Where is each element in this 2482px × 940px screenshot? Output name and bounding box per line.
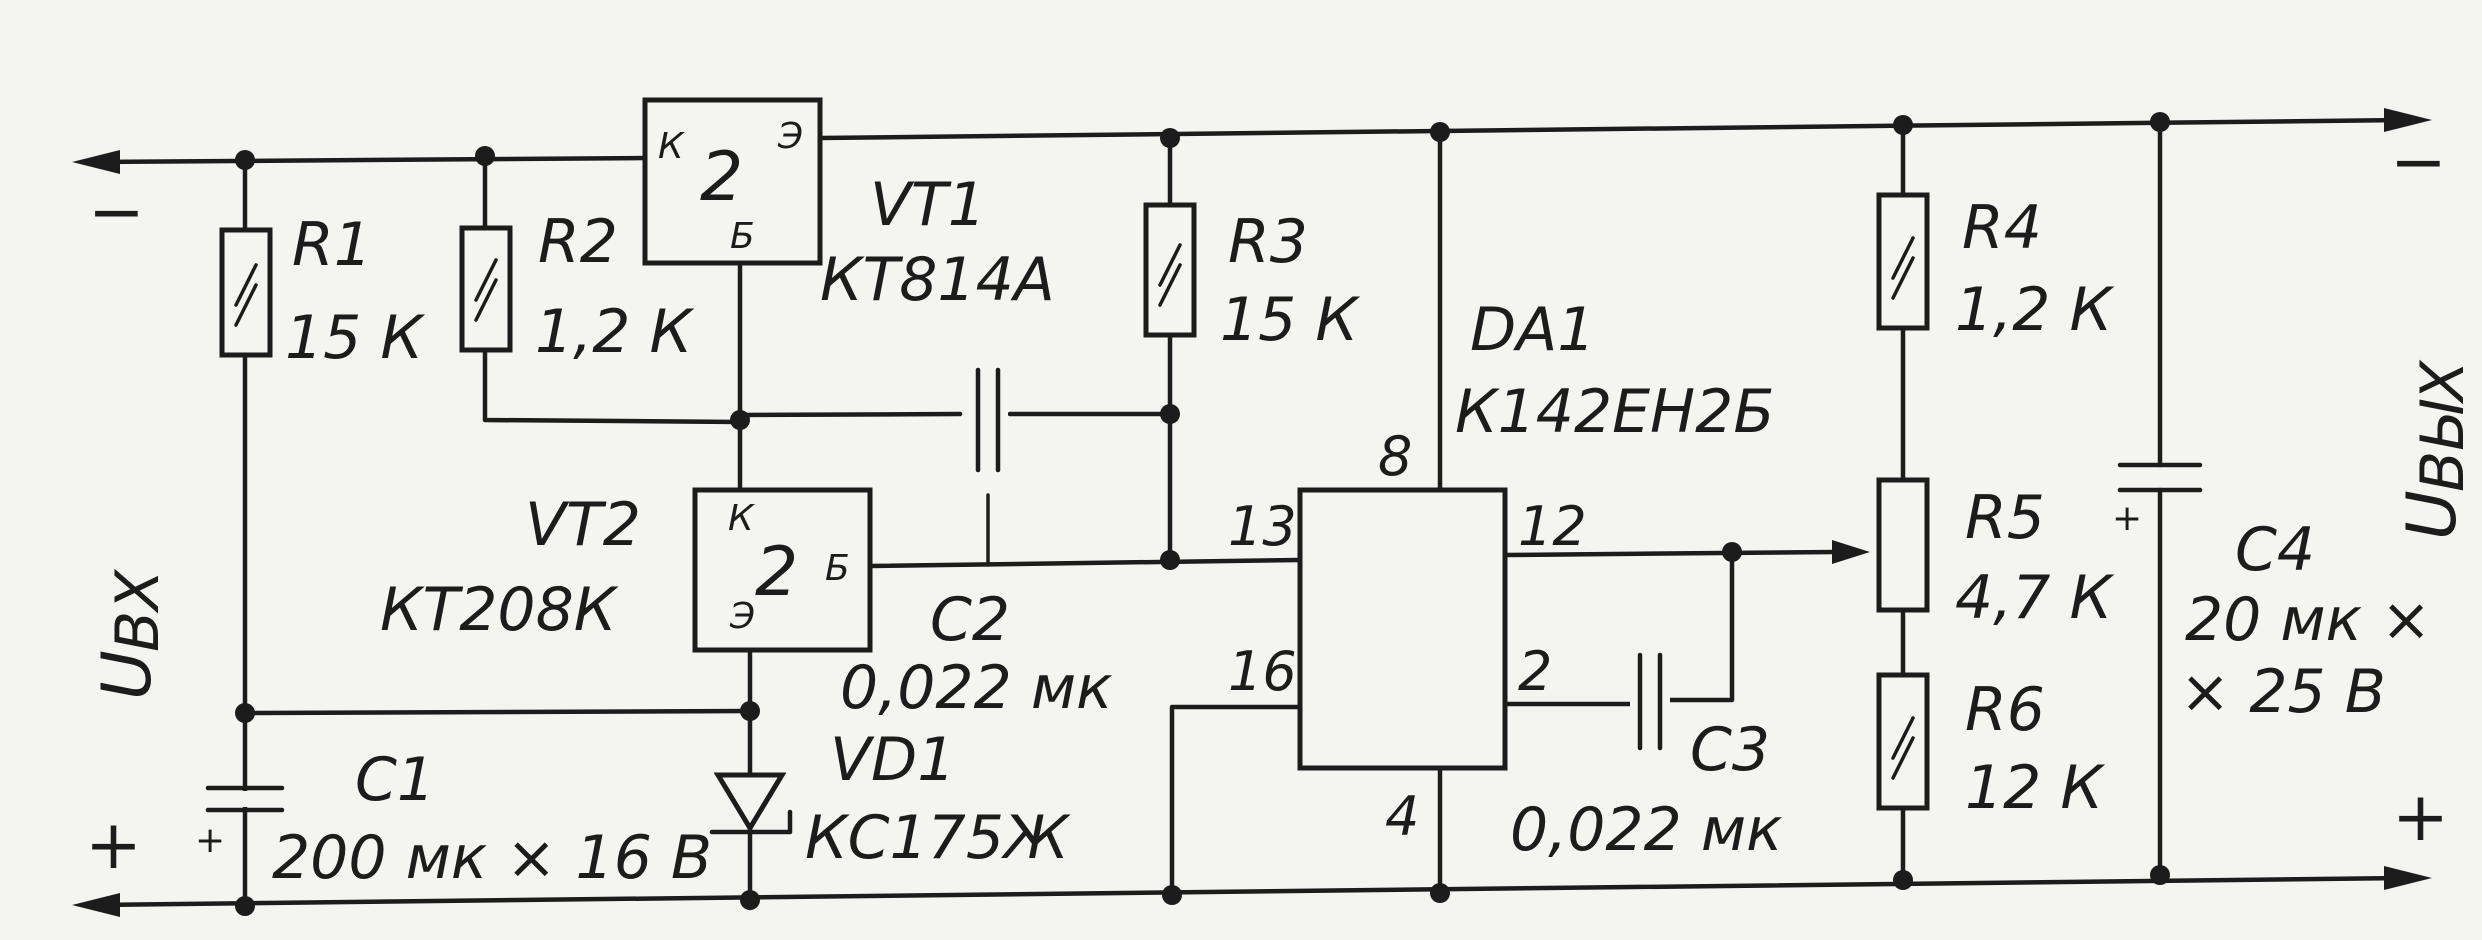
- da1-pin-4: 4: [1385, 785, 1419, 848]
- da1-pin-8: 8: [1378, 425, 1412, 488]
- da1-name: DA1: [1470, 295, 1595, 365]
- resistor-r3: [1143, 202, 1197, 338]
- da1-pin-16: 16: [1228, 640, 1297, 703]
- wires: [92, 117, 2408, 911]
- zener-diode-vd1: [709, 772, 793, 835]
- capacitor-c2: [968, 367, 1008, 473]
- r5-name: R5: [1965, 483, 2045, 553]
- r6-value: 12 К: [1965, 753, 2105, 823]
- c2-name: C2: [930, 585, 1010, 655]
- capacitor-c3: [1630, 652, 1670, 751]
- c1-value: 200 мк × 16 В: [272, 823, 712, 893]
- vt1-name: VT1: [870, 170, 986, 240]
- vt1-type: КТ814А: [820, 245, 1055, 315]
- c1-polarity: +: [195, 820, 225, 861]
- r3-name: R3: [1228, 207, 1308, 277]
- r6-name: R6: [1965, 675, 2045, 745]
- port-arrows: [72, 108, 2432, 917]
- vt2-type: КТ208К: [380, 575, 619, 645]
- vt1-e-label: Э: [777, 116, 803, 157]
- junctions: [235, 112, 2170, 916]
- resistor-r2: [459, 225, 513, 353]
- u-out-label: U ВЫХ: [2393, 359, 2478, 540]
- r4-name: R4: [1962, 193, 2042, 263]
- ic-da1: [1297, 487, 1508, 771]
- resistor-r6: [1876, 672, 1930, 811]
- input-neg-label: −: [88, 173, 145, 252]
- svg-text:ВЫХ: ВЫХ: [2408, 359, 2478, 492]
- resistor-r5-potentiometer: [1876, 477, 1930, 613]
- resistor-r4: [1876, 192, 1930, 331]
- da1-pin-12: 12: [1518, 495, 1587, 558]
- r1-name: R1: [292, 210, 372, 280]
- vt2-e-label: Э: [729, 596, 755, 637]
- capacitor-c1: +: [195, 785, 285, 861]
- vd1-type: КС175Ж: [805, 803, 1071, 873]
- da1-type: К142ЕН2Б: [1455, 377, 1774, 447]
- svg-text:ВХ: ВХ: [103, 568, 173, 652]
- vt2-name: VT2: [525, 490, 641, 560]
- r4-value: 1,2 К: [1955, 275, 2114, 345]
- r3-value: 15 К: [1220, 285, 1360, 355]
- labels: − + − + U ВХ U ВЫХ R1 15 К R2 1,2 К VT1 …: [85, 123, 2478, 893]
- c1-name: C1: [355, 745, 435, 815]
- transistor-vt2: К 2 Б Э: [692, 487, 873, 653]
- vt2-k-label: К: [728, 498, 755, 539]
- r1-value: 15 К: [285, 303, 425, 373]
- c4-polarity: +: [2112, 498, 2142, 539]
- r2-value: 1,2 К: [535, 297, 694, 367]
- svg-text:U: U: [88, 650, 167, 700]
- c4-value-line2: × 25 В: [2180, 657, 2386, 727]
- vt2-code: 2: [755, 533, 798, 612]
- svg-text:U: U: [2393, 490, 2472, 540]
- resistor-r1: [219, 227, 273, 358]
- c2-value: 0,022 мк: [840, 653, 1112, 723]
- c3-name: C3: [1690, 715, 1770, 785]
- vt2-b-label: Б: [825, 548, 850, 589]
- vt1-code: 2: [700, 138, 743, 217]
- transistor-vt1: К Э 2 Б: [642, 97, 823, 266]
- c4-value-line1: 20 мк ×: [2185, 585, 2431, 655]
- input-pos-label: +: [85, 806, 142, 885]
- da1-pin-2: 2: [1518, 640, 1552, 703]
- da1-pin-13: 13: [1228, 495, 1297, 558]
- capacitor-c4: +: [2112, 462, 2203, 539]
- r5-value: 4,7 К: [1955, 563, 2114, 633]
- vt1-k-label: К: [658, 126, 685, 167]
- c3-value: 0,022 мк: [1510, 795, 1782, 865]
- output-pos-label: +: [2392, 778, 2449, 857]
- output-neg-label: −: [2390, 123, 2447, 202]
- vd1-name: VD1: [830, 725, 955, 795]
- vt1-b-label: Б: [730, 216, 755, 257]
- c4-name: C4: [2235, 515, 2315, 585]
- u-in-label: U ВХ: [88, 568, 173, 700]
- r2-name: R2: [538, 207, 618, 277]
